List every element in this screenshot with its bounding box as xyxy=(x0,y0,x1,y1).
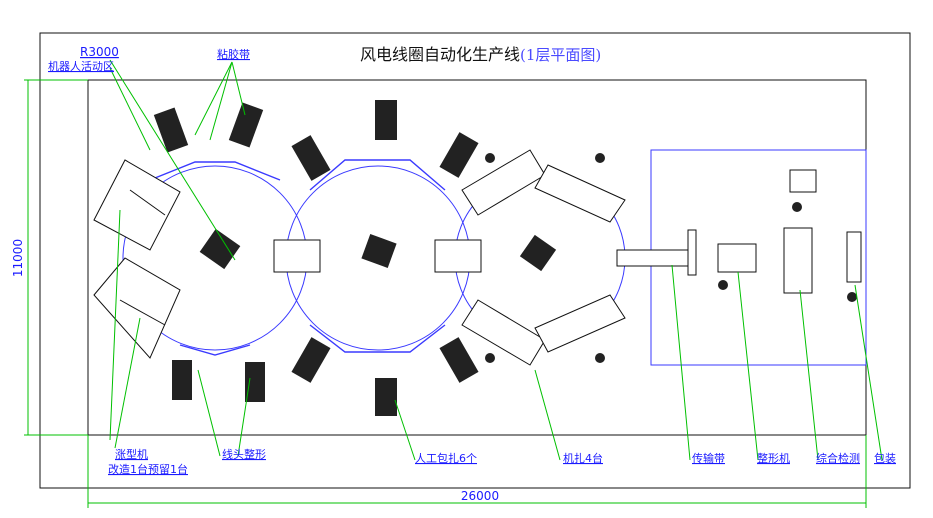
width-dimension-label: 26000 xyxy=(461,489,499,503)
leader-lines xyxy=(109,59,883,461)
label-r3000: R3000 xyxy=(80,45,119,59)
conveyor-polylines xyxy=(149,159,446,356)
robots xyxy=(153,100,857,416)
wrapping-stations xyxy=(461,149,626,366)
diagram-title: 风电线圈自动化生产线(1层平面图) xyxy=(360,45,601,64)
label-machine-wrapping: 机扎4台 xyxy=(563,451,603,465)
label-retrofit: 改造1台预留1台 xyxy=(108,462,188,476)
label-packing: 包装 xyxy=(874,452,896,465)
height-dimension xyxy=(24,79,88,436)
height-dimension-label: 11000 xyxy=(11,239,25,277)
label-robot-zone: 机器人活动区 xyxy=(48,59,114,73)
label-shaping-machine: 整形机 xyxy=(757,451,790,465)
label-manual-wrapping: 人工包扎6个 xyxy=(415,451,477,465)
outer-frame xyxy=(39,32,911,489)
label-inspection: 综合检测 xyxy=(816,451,860,465)
winding-machine-left xyxy=(93,159,181,359)
width-dimension xyxy=(87,435,867,508)
fixtures xyxy=(273,239,482,273)
label-winding-machine: 涨型机 xyxy=(115,447,148,461)
label-wire-end-shaping: 线头整形 xyxy=(222,447,266,461)
label-adhesive-tape: 粘胶带 xyxy=(217,47,250,61)
conveyor xyxy=(616,169,862,294)
label-conveyor: 传输带 xyxy=(692,451,725,465)
